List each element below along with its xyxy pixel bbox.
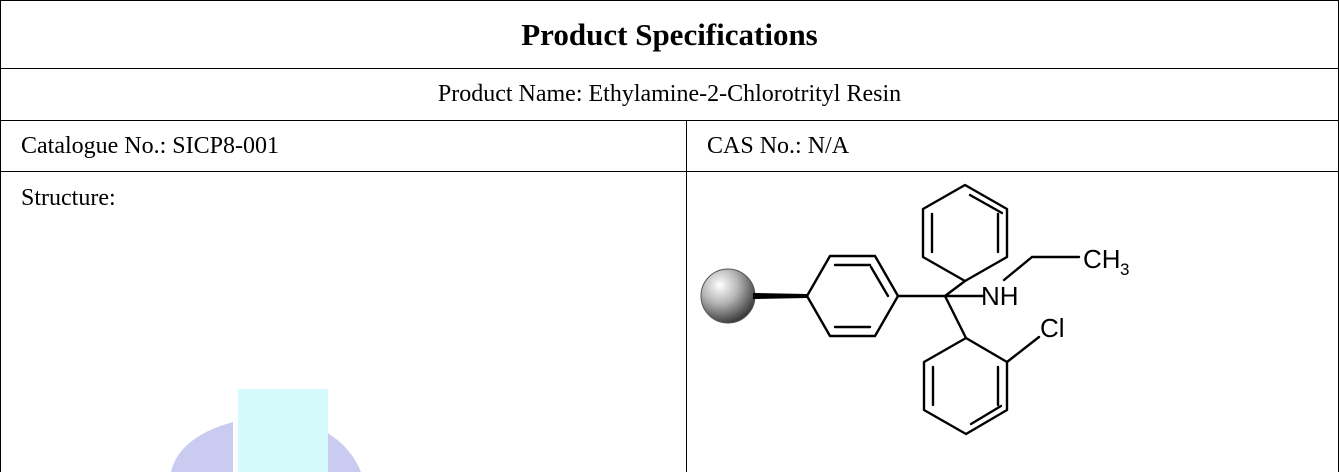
cas-cell: CAS No.: N/A bbox=[687, 121, 1339, 172]
cas-number: CAS No.: N/A bbox=[687, 133, 1338, 160]
watermark-bar bbox=[238, 389, 328, 472]
page-title: Product Specifications bbox=[521, 17, 818, 52]
watermark-logo bbox=[1, 172, 687, 472]
structure-label-cell: Structure: bbox=[1, 172, 687, 472]
chlorine-label: Cl bbox=[1040, 313, 1065, 343]
wedge-bond bbox=[753, 293, 807, 299]
catalogue-number: Catalogue No.: SICP8-001 bbox=[1, 133, 686, 160]
benzene-ring-top bbox=[923, 185, 1007, 281]
resin-bead-icon bbox=[701, 269, 755, 323]
chemical-structure: NH CH 3 Cl bbox=[687, 172, 1339, 472]
amine-label: NH bbox=[981, 281, 1019, 311]
catalogue-cell: Catalogue No.: SICP8-001 bbox=[1, 121, 687, 172]
benzene-ring-bottom bbox=[924, 338, 1007, 434]
structure-image-cell: NH CH 3 Cl bbox=[687, 172, 1339, 472]
methyl-subscript: 3 bbox=[1120, 260, 1129, 279]
benzene-ring-left bbox=[807, 256, 898, 336]
methyl-label: CH bbox=[1083, 244, 1121, 274]
spec-title-cell: Product Specifications bbox=[1, 1, 1339, 69]
product-name: Product Name: Ethylamine-2-Chlorotrityl … bbox=[438, 81, 901, 107]
product-name-cell: Product Name: Ethylamine-2-Chlorotrityl … bbox=[1, 69, 1339, 121]
watermark-arc bbox=[171, 422, 233, 472]
watermark-arc-right bbox=[326, 432, 361, 472]
